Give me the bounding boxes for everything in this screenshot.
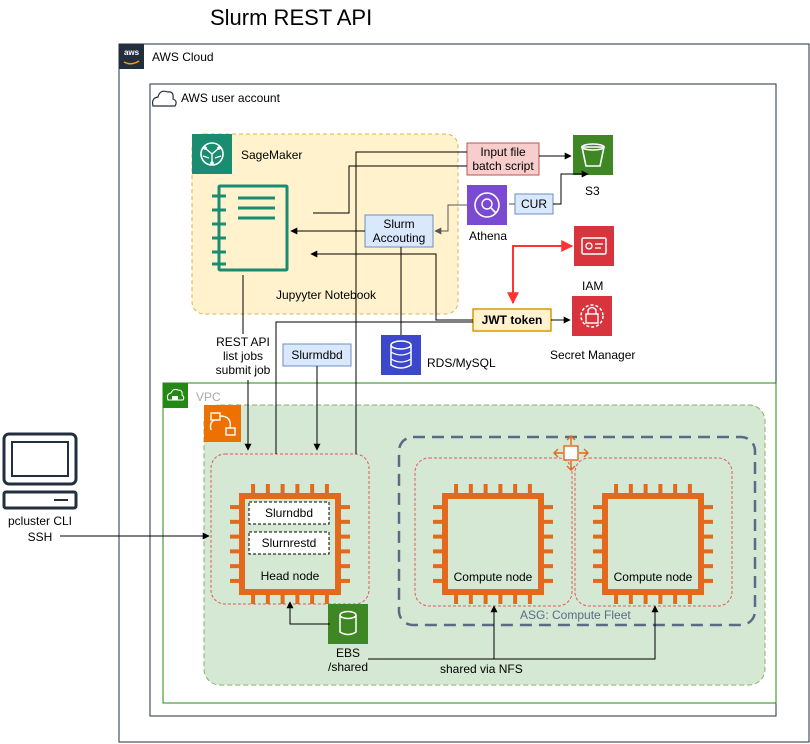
slurmdbd-inner-box: Slurndbd (248, 501, 330, 525)
svg-text:Slurndbd: Slurndbd (265, 506, 313, 520)
slurmdbd-box: Slurmdbd (282, 343, 352, 367)
client-label-cli: pcluster CLI (8, 514, 72, 528)
svg-text:Input file: Input file (480, 145, 526, 159)
secret-manager-icon (572, 296, 612, 336)
nfs-label: shared via NFS (440, 662, 523, 676)
aws-cloud-group: aws AWS Cloud (118, 43, 810, 743)
compute-node-1-label: Compute node (454, 570, 533, 584)
jwt-token-box: JWT token (472, 308, 552, 332)
sagemaker-region: SageMaker Jupyyter Notebook (191, 133, 459, 315)
s3-icon (573, 135, 613, 175)
client-computer-icon (2, 432, 78, 510)
svg-text:CUR: CUR (521, 197, 547, 211)
iam-icon (574, 226, 614, 266)
asg-group: ASG: Compute Fleet (397, 435, 757, 627)
svg-text:Accouting: Accouting (373, 231, 426, 245)
rest-api-label: REST API (216, 335, 270, 349)
iam-label: IAM (582, 279, 603, 293)
ebs-label: EBS (336, 646, 360, 660)
secret-manager-label: Secret Manager (550, 348, 635, 362)
sagemaker-icon (192, 134, 232, 174)
svg-text:JWT token: JWT token (482, 313, 543, 327)
cur-box: CUR (514, 193, 554, 215)
client-label-ssh: SSH (28, 530, 53, 544)
athena-icon (467, 185, 507, 225)
ebs-shared-label: /shared (328, 660, 368, 674)
asg-label: ASG: Compute Fleet (520, 608, 631, 622)
list-jobs-label: list jobs (223, 349, 263, 363)
user-account-label: AWS user account (181, 91, 281, 105)
athena-label: Athena (469, 229, 507, 243)
auto-scaling-icon (553, 435, 589, 471)
slurm-accounting-box: Slurm Accouting (364, 214, 434, 248)
connectors (60, 151, 659, 660)
compute-node-1-chip-icon (433, 484, 553, 604)
svg-text:Slurm: Slurm (383, 217, 414, 231)
subnet-icon (204, 405, 241, 442)
ebs-icon (328, 604, 368, 644)
notebook-icon (212, 184, 289, 272)
slurmrestd-inner-box: Slurnrestd (248, 531, 330, 555)
cloud-icon (151, 90, 177, 107)
svg-text:aws: aws (124, 48, 140, 57)
compute-node-2-chip-icon (593, 484, 713, 604)
input-file-box: Input file batch script (466, 142, 540, 176)
svg-text:Slurmdbd: Slurmdbd (291, 348, 342, 362)
notebook-label: Jupyyter Notebook (276, 288, 377, 302)
svg-text:batch script: batch script (472, 159, 534, 173)
svg-text:Slurnrestd: Slurnrestd (262, 536, 317, 550)
iam-jwt-connector (507, 240, 574, 305)
head-node-chip-icon (230, 484, 350, 604)
aws-cloud-icon: aws (119, 44, 144, 69)
aws-cloud-label: AWS Cloud (152, 50, 214, 64)
sagemaker-label: SageMaker (241, 148, 302, 162)
rds-icon (381, 335, 421, 375)
vpc-label: VPC (196, 390, 221, 404)
diagram-title: Slurm REST API (210, 5, 372, 30)
rds-label: RDS/MySQL (427, 356, 496, 370)
submit-job-label: submit job (216, 363, 271, 377)
s3-label: S3 (585, 184, 600, 198)
compute-node-2-label: Compute node (614, 570, 693, 584)
head-node-label: Head node (261, 569, 320, 583)
